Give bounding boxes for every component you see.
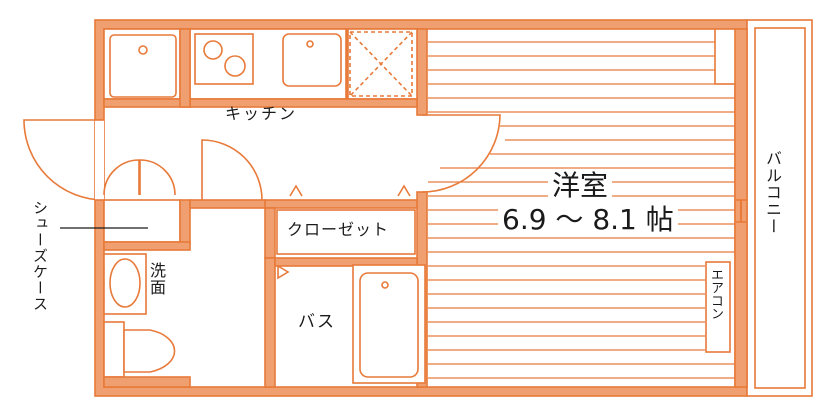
stove [194,33,254,85]
shoe-case-box [103,199,181,243]
balcony-label: バルコニー [763,150,782,235]
bath-label: バス [298,312,336,332]
toilet [123,329,176,373]
washroom-label: 洗面 [147,262,166,296]
washbasin [109,258,141,308]
entrance-door [23,119,105,201]
washer-space [109,34,177,98]
kitchen-label: キッチン [225,104,298,123]
shoe-case-label: シューズケース [31,200,49,312]
western-room-door [421,114,501,193]
floor-boards [428,41,735,379]
balcony-rail [754,27,806,389]
closet-label: クローゼット [287,220,390,239]
closet-box [276,209,416,255]
aircon-label: エアコン [708,268,723,320]
western-room-label: 洋室 [548,172,613,200]
aircon-unit [705,261,731,353]
western-room-size: 6.9 〜 8.1 帖 [498,206,678,234]
kitchen-sink [282,33,342,87]
